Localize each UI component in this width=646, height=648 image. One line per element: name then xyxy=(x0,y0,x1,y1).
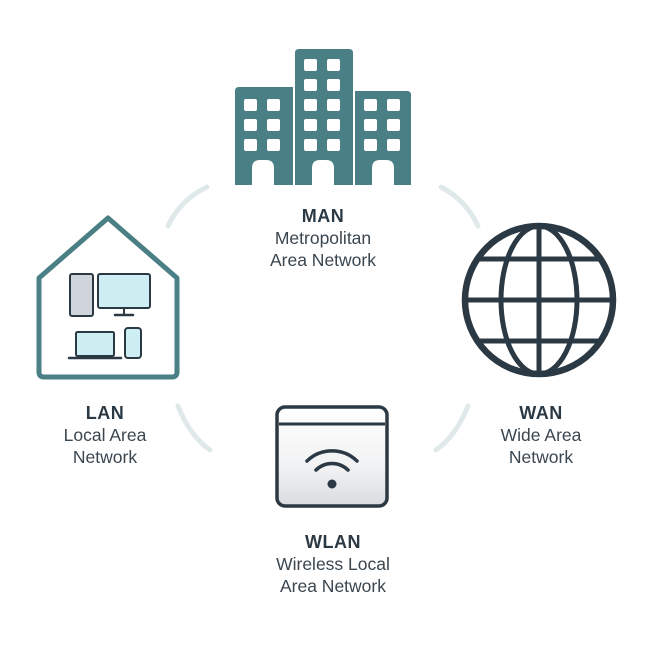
wan-name-line2: Network xyxy=(508,447,574,467)
wan-label: WAN Wide Area Network xyxy=(456,402,626,468)
lan-name-line1: Local Area xyxy=(63,425,147,445)
lan-name-line2: Network xyxy=(72,447,138,467)
wlan-name-line2: Area Network xyxy=(279,576,386,596)
wifi-router-icon xyxy=(275,405,389,508)
man-acronym: MAN xyxy=(301,206,345,226)
connector-arc-bottom-left xyxy=(175,403,213,453)
wan-acronym: WAN xyxy=(519,403,563,423)
lan-acronym: LAN xyxy=(85,403,125,423)
buildings-icon xyxy=(235,49,411,185)
house-devices-icon xyxy=(36,215,180,380)
wlan-label: WLAN Wireless Local Area Network xyxy=(213,531,453,597)
man-name-line2: Area Network xyxy=(269,250,376,270)
connector-arc-top-right xyxy=(438,184,481,229)
connector-ring xyxy=(165,184,481,453)
globe-icon xyxy=(461,222,617,378)
man-name-line1: Metropolitan xyxy=(274,228,372,248)
wifi-signal-icon xyxy=(305,449,359,472)
lan-label: LAN Local Area Network xyxy=(20,402,190,468)
wlan-name-line1: Wireless Local xyxy=(276,554,390,574)
wlan-acronym: WLAN xyxy=(305,532,361,552)
connector-arc-top-left xyxy=(165,184,210,229)
connector-arc-bottom-right xyxy=(433,403,471,453)
wan-name-line1: Wide Area xyxy=(500,425,582,445)
man-label: MAN Metropolitan Area Network xyxy=(213,205,433,271)
